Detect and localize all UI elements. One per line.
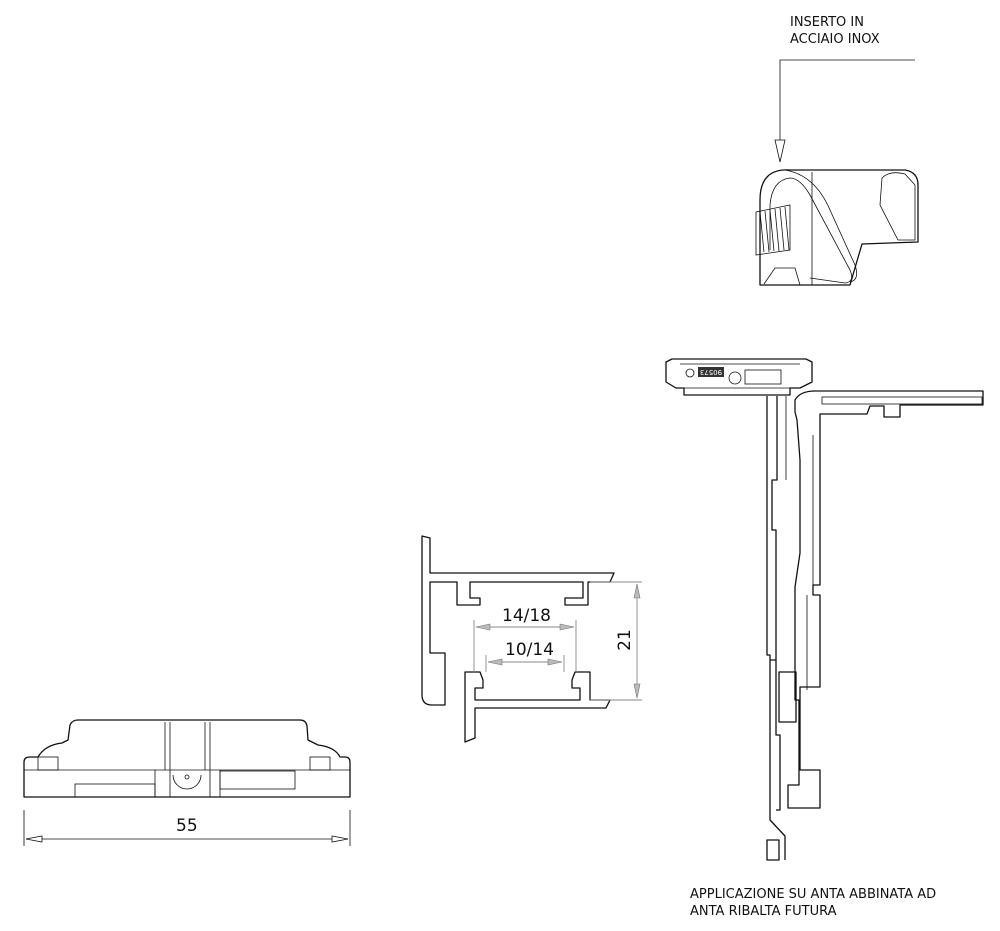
callout-leader [774, 59, 915, 163]
callout-label: INSERTO IN ACCIAIO INOX [790, 14, 880, 48]
dimension-55-label: 55 [176, 816, 198, 836]
striker-plate-view [23, 719, 351, 846]
dimension-10-14-label: 10/14 [505, 640, 554, 660]
callout-line-2: ACCIAIO INOX [790, 32, 880, 47]
caption-line-1: APPLICAZIONE SU ANTA ABBINATA AD [690, 887, 937, 902]
dimension-10-14 [485, 655, 565, 672]
assembly-view [665, 358, 984, 861]
dimension-14-18-label: 14/18 [502, 606, 551, 626]
caption-line-2: ANTA RIBALTA FUTURA [690, 904, 837, 919]
dimension-21 [590, 581, 642, 701]
arm [787, 390, 984, 809]
dimension-55 [23, 810, 351, 846]
dimension-14-18 [473, 620, 577, 672]
insert-detail-view [755, 169, 919, 286]
callout-line-1: INSERTO IN [790, 15, 864, 30]
part-code-label: 90573 [699, 368, 723, 376]
dimension-21-label: 21 [614, 629, 635, 651]
profile-section [421, 535, 642, 743]
caption: APPLICAZIONE SU ANTA ABBINATA AD ANTA RI… [690, 886, 936, 920]
threaded-insert [755, 204, 791, 256]
top-housing [665, 358, 813, 396]
vertical-rod [766, 396, 797, 861]
